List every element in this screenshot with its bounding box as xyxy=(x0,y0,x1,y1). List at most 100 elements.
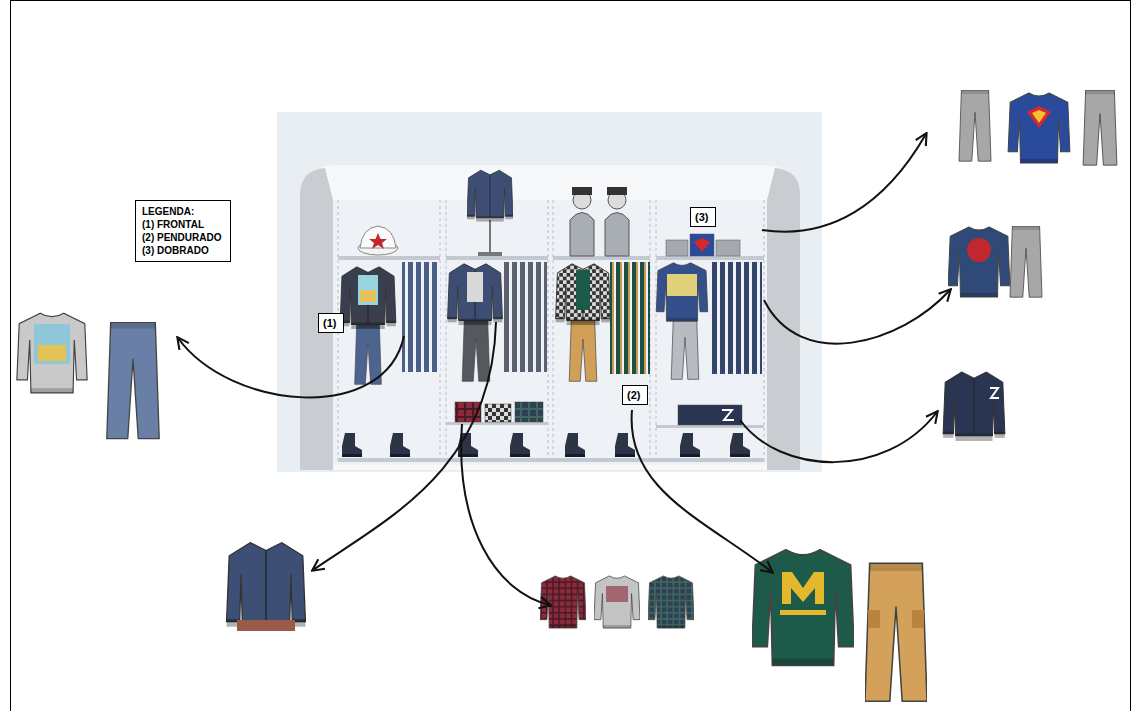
display-pillar xyxy=(767,168,800,470)
boots xyxy=(342,433,750,457)
leader-arrow xyxy=(740,412,937,462)
shelf xyxy=(656,425,764,428)
leader-arrow xyxy=(764,290,950,344)
bay-three xyxy=(556,187,650,381)
shelf xyxy=(656,256,764,260)
cargo-pocket xyxy=(868,610,880,628)
tee xyxy=(948,227,1010,297)
folded-tee xyxy=(666,240,688,256)
boot xyxy=(680,433,700,457)
jacket xyxy=(448,264,503,325)
jacket-letter xyxy=(722,410,734,420)
leader-arrow xyxy=(762,134,926,232)
display-arch xyxy=(300,165,800,470)
folded-shirt xyxy=(485,404,511,422)
page-frame xyxy=(11,1,1131,711)
leader-arrow xyxy=(313,322,496,570)
tee xyxy=(17,313,87,393)
tee-print xyxy=(967,238,991,262)
shirt xyxy=(594,576,640,628)
pants xyxy=(1010,226,1042,297)
folded-tee xyxy=(690,234,714,256)
leader-arrows xyxy=(178,134,950,605)
pants xyxy=(671,318,699,379)
shelf xyxy=(553,256,650,260)
folded-jacket xyxy=(678,405,742,425)
bay-four xyxy=(656,234,762,425)
tee-print xyxy=(606,586,628,602)
cap xyxy=(360,226,396,248)
legend-text: (1) FRONTAL xyxy=(142,218,204,231)
tee-print xyxy=(358,275,378,305)
right-middle-outfit xyxy=(948,226,1042,297)
jacket xyxy=(340,267,396,329)
callout-box: (3) xyxy=(690,207,716,227)
legend-text: LEGENDA: xyxy=(142,205,194,218)
jeans xyxy=(355,325,382,384)
callout-number: (3) xyxy=(695,210,708,224)
tee-print xyxy=(780,610,826,615)
tee-print xyxy=(38,345,66,361)
tee-logo xyxy=(1032,110,1046,123)
boot xyxy=(390,433,410,457)
jacket xyxy=(467,170,513,221)
bottom-shirts xyxy=(540,576,694,628)
jeans xyxy=(107,322,159,439)
callout-number: (2) xyxy=(627,388,640,402)
leader-arrow xyxy=(632,410,772,572)
cargo-pocket xyxy=(912,610,924,628)
bust xyxy=(605,213,629,257)
shirt xyxy=(648,576,694,628)
back-wall xyxy=(333,200,767,465)
hanging-pants xyxy=(503,262,547,372)
bottom-left-jacket xyxy=(227,543,306,631)
tee-print xyxy=(667,274,697,296)
bay-poles xyxy=(338,200,764,462)
boot xyxy=(510,433,530,457)
hat xyxy=(607,187,627,195)
callout-box: (2) xyxy=(622,385,648,405)
boot xyxy=(730,433,750,457)
jacket-cuff xyxy=(237,620,295,631)
leader-arrow xyxy=(178,336,404,397)
cargo-pants xyxy=(865,563,927,701)
boot xyxy=(615,433,635,457)
right-top-outfit xyxy=(959,90,1117,165)
jacket xyxy=(227,543,306,631)
shirt xyxy=(540,576,586,628)
tee-print xyxy=(34,324,70,364)
tee-front xyxy=(576,270,590,310)
tee-print xyxy=(467,272,483,302)
jacket-letter xyxy=(990,388,999,398)
display-panel xyxy=(277,112,822,472)
bay-pole xyxy=(553,200,554,462)
tee-logo xyxy=(1027,106,1051,128)
pants xyxy=(1083,90,1117,165)
shelf xyxy=(446,256,548,260)
bay-pole xyxy=(656,200,657,462)
bust xyxy=(570,213,594,257)
folded-shirt xyxy=(515,402,543,422)
jacket xyxy=(943,372,1005,441)
pants xyxy=(959,90,991,161)
legend-box: LEGENDA:(1) FRONTAL(2) PENDURADO(3) DOBR… xyxy=(135,200,231,262)
hat xyxy=(572,187,592,195)
leader-arrow xyxy=(461,424,550,605)
shelf xyxy=(338,458,764,462)
tee-logo xyxy=(694,238,710,252)
hanging-pants xyxy=(610,262,650,374)
callout-number: (1) xyxy=(323,316,336,330)
bay-one xyxy=(340,226,440,384)
legend-text: (3) DOBRADO xyxy=(142,244,209,257)
stand xyxy=(489,220,491,256)
display-unit xyxy=(277,112,822,472)
folded-tee xyxy=(716,240,740,256)
tee-print xyxy=(782,572,824,604)
plaid-jacket xyxy=(556,264,611,325)
boot xyxy=(342,433,362,457)
left-outfit xyxy=(17,313,159,439)
cap-star xyxy=(369,233,387,249)
shelf xyxy=(338,256,440,260)
